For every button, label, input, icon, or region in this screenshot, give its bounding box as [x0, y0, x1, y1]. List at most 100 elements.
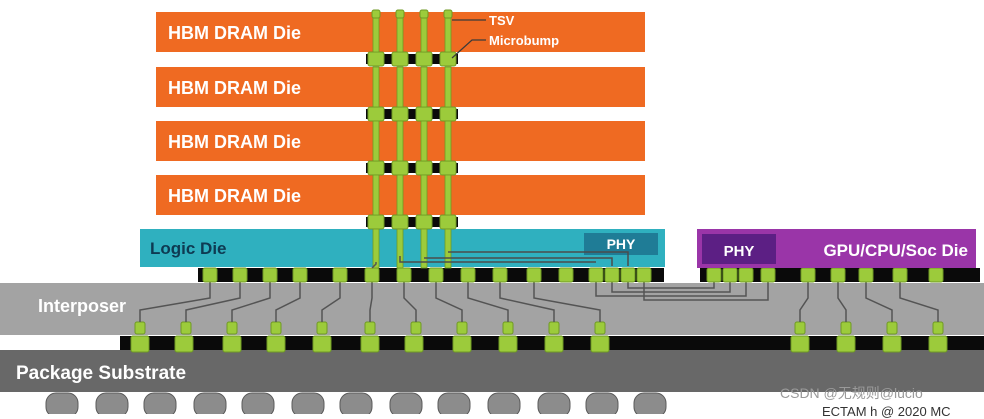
microbump-layer [366, 163, 458, 173]
dram-die-label: HBM DRAM Die [168, 186, 301, 206]
microbump [364, 267, 380, 283]
solder-ball [241, 392, 275, 414]
interposer-wire [499, 282, 555, 322]
microbump [439, 51, 457, 67]
watermark-partial: ECTAM h @ 2020 MC [822, 404, 951, 419]
interposer-via [134, 321, 146, 335]
dram-die-label: HBM DRAM Die [168, 132, 301, 152]
c4-bump [544, 335, 564, 353]
dram-die-label: HBM DRAM Die [168, 78, 301, 98]
solder-ball [143, 392, 177, 414]
interposer-wire [231, 282, 271, 322]
microbump [232, 267, 248, 283]
tsv-cap [395, 9, 405, 19]
microbump [391, 214, 409, 230]
interposer-wire [533, 282, 601, 322]
interposer-wire [185, 282, 241, 322]
microbump [367, 214, 385, 230]
microbump [738, 267, 754, 283]
microbump [526, 267, 542, 283]
solder-ball [45, 392, 79, 414]
microbump [588, 267, 604, 283]
interposer-via [548, 321, 560, 335]
interposer-wire [403, 282, 417, 322]
tsv-label: TSV [489, 13, 515, 28]
tsv-cap [371, 9, 381, 19]
microbump [800, 267, 816, 283]
c4-bump [174, 335, 194, 353]
interposer-wire [899, 282, 939, 322]
phy-link-wire [627, 282, 715, 289]
microbump [892, 267, 908, 283]
microbump [928, 267, 944, 283]
microbump [439, 160, 457, 176]
microbump-layer [366, 54, 458, 64]
microbump [391, 51, 409, 67]
microbump [202, 267, 218, 283]
microbump [367, 106, 385, 122]
interposer-via [226, 321, 238, 335]
solder-ball [487, 392, 521, 414]
logic-die-label: Logic Die [150, 239, 227, 258]
solder-ball [339, 392, 373, 414]
microbump [396, 267, 412, 283]
interposer-via [840, 321, 852, 335]
interposer-wire [435, 282, 463, 322]
microbump [367, 51, 385, 67]
microbump [830, 267, 846, 283]
microbump [558, 267, 574, 283]
package-substrate-label: Package Substrate [16, 363, 186, 384]
microbump [460, 267, 476, 283]
interposer-via [270, 321, 282, 335]
c4-bump [882, 335, 902, 353]
interposer-wire [467, 282, 509, 322]
logic-to-phy-wire [448, 251, 629, 266]
tsv [372, 228, 380, 269]
tsv-cap [419, 9, 429, 19]
microbump [332, 267, 348, 283]
dram-die-label: HBM DRAM Die [168, 23, 301, 43]
solder-ball [633, 392, 667, 414]
interposer-wiring [139, 282, 939, 322]
microbump [415, 214, 433, 230]
microbump [492, 267, 508, 283]
microbump [858, 267, 874, 283]
solder-ball [193, 392, 227, 414]
tsv-cap [443, 9, 453, 19]
logic-die-phy [584, 233, 658, 255]
interposer-via [594, 321, 606, 335]
microbump [367, 160, 385, 176]
microbump [262, 267, 278, 283]
interposer-wire [369, 282, 373, 322]
microbump [428, 267, 444, 283]
tsv [396, 120, 404, 162]
microbump [636, 267, 652, 283]
interposer-wire [799, 282, 809, 322]
microbump [439, 214, 457, 230]
interposer-label: Interposer [38, 296, 126, 316]
interposer-wire [275, 282, 301, 322]
microbump [415, 51, 433, 67]
c4-bump [404, 335, 424, 353]
logic-to-phy-wire [399, 256, 596, 263]
microbump [760, 267, 776, 283]
interposer-wire [139, 282, 211, 322]
phy-link-wire [595, 282, 747, 297]
tsv [396, 66, 404, 108]
interposer-via [410, 321, 422, 335]
c4-bump [590, 335, 610, 353]
phy-link-wire [611, 282, 731, 293]
c4-bump [130, 335, 150, 353]
logic-to-phy-wire [424, 257, 613, 266]
phy-link-wire [643, 282, 769, 301]
interposer-wire [865, 282, 893, 322]
microbump [391, 106, 409, 122]
solder-ball [585, 392, 619, 414]
c4-bump [222, 335, 242, 353]
microbump [415, 160, 433, 176]
interposer-via [886, 321, 898, 335]
interposer-via [932, 321, 944, 335]
package-substrate [0, 350, 984, 392]
